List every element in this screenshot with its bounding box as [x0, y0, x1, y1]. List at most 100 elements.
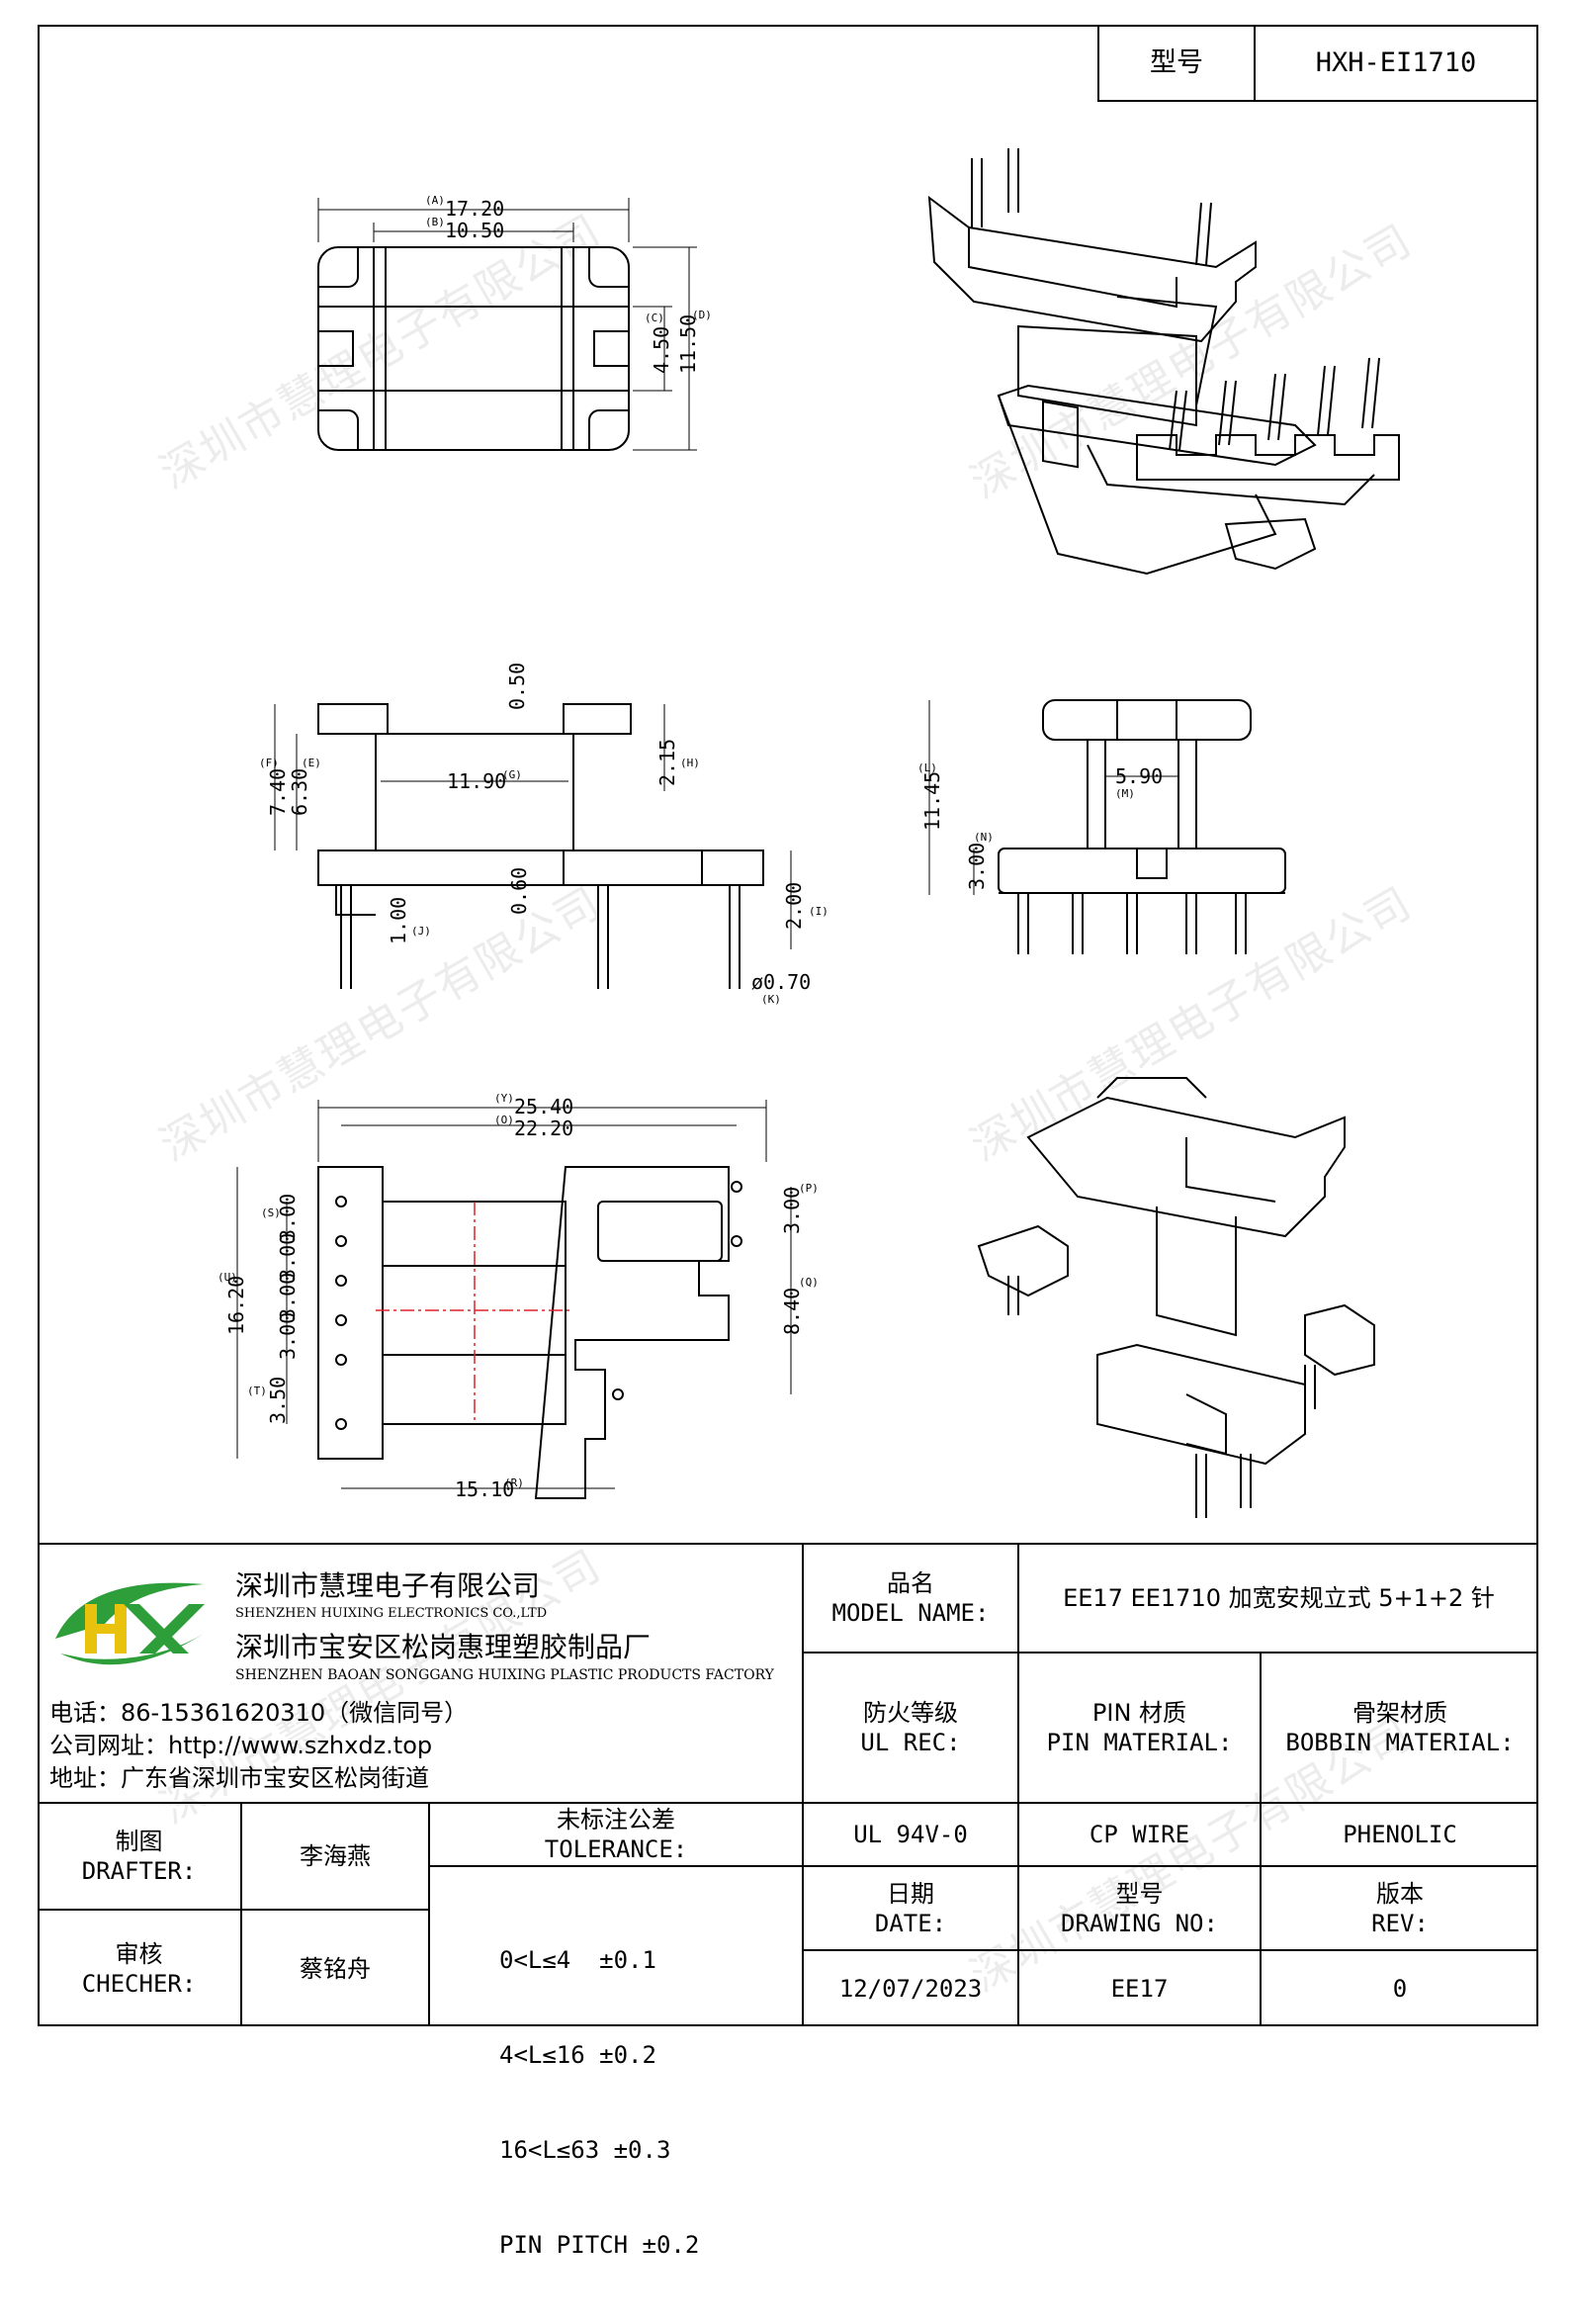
dim-h: 2.15 — [655, 739, 679, 786]
ul-rec-cn: 防火等级 — [863, 1699, 958, 1727]
dim-g: 11.90 — [447, 769, 506, 793]
factory-name-en: SHENZHEN BAOAN SONGGANG HUIXING PLASTIC … — [235, 1667, 774, 1683]
dim-p: 3.00 — [780, 1187, 804, 1234]
drafter-label: 制图 DRAFTER: — [38, 1802, 242, 1911]
dim-q: 8.40 — [780, 1288, 804, 1335]
dim-s-tag: (S) — [261, 1207, 281, 1219]
dim-p3: 3.00 — [276, 1312, 300, 1360]
company-name-en: SHENZHEN HUIXING ELECTRONICS CO.,LTD — [235, 1606, 548, 1621]
model-name-label: 品名 MODEL NAME: — [804, 1545, 1019, 1654]
pin-material-en: PIN MATERIAL: — [1046, 1729, 1233, 1756]
side-view: 11.45 (L) 5.90 (M) 3.00 (N) — [917, 699, 1286, 954]
dim-s: 3.00 — [276, 1194, 300, 1241]
dim-k-tag: (K) — [761, 993, 781, 1006]
date-value: 12/07/2023 — [804, 1951, 1019, 2026]
date-cn: 日期 — [887, 1879, 934, 1908]
model-name-cn: 品名 — [887, 1569, 934, 1597]
ul-rec-label: 防火等级 UL REC: — [804, 1654, 1019, 1802]
dim-g-tag: (G) — [502, 768, 522, 781]
rev-value: 0 — [1392, 1975, 1408, 2003]
bobbin-material-en: BOBBIN MATERIAL: — [1285, 1729, 1515, 1756]
top-view: 17.20 (A) 10.50 (B) 4.50 (C) 11.50 (D) — [317, 194, 712, 451]
tolerance-en: TOLERANCE: — [544, 1835, 688, 1863]
dim-n: 3.00 — [965, 843, 989, 890]
dim-p1: 3.00 — [276, 1233, 300, 1281]
dim-f: 7.40 — [266, 768, 290, 816]
dim-n-tag: (N) — [974, 831, 994, 844]
rev-en: REV: — [1371, 1909, 1429, 1937]
pin-material-cn: PIN 材质 — [1091, 1699, 1187, 1727]
company-logo — [55, 1582, 205, 1665]
rev-label: 版本 REV: — [1262, 1867, 1538, 1951]
bobbin-material-cn: 骨架材质 — [1352, 1699, 1447, 1727]
checker-cn: 审核 — [115, 1939, 163, 1968]
ul-rec-en: UL REC: — [860, 1729, 961, 1756]
tolerance-header: 未标注公差 TOLERANCE: — [430, 1802, 804, 1867]
dim-d-tag: (D) — [692, 309, 712, 321]
header-model-value: HXH-EI1710 — [1254, 25, 1538, 102]
iso-top-pins-lower — [1169, 357, 1380, 451]
iso-view-bottom — [977, 1077, 1375, 1518]
dim-e-tag: (E) — [302, 757, 321, 769]
drafter-en: DRAFTER: — [81, 1857, 197, 1885]
model-name-en: MODEL NAME: — [831, 1599, 990, 1627]
bottom-view: 25.40 (Y) 22.20 (O) 16.20 (U) 3.00 (S) 3… — [218, 1092, 819, 1501]
dim-u: 16.20 — [224, 1276, 248, 1335]
bobbin-value: PHENOLIC — [1262, 1802, 1538, 1867]
dim-m-tag: (M) — [1115, 787, 1135, 800]
company-phone: 电话：86-15361620310（微信同号） — [49, 1699, 469, 1727]
dim-m: 5.90 — [1115, 764, 1163, 788]
tolerance-row: 4<L≤16 ±0.2 — [499, 2041, 656, 2069]
dim-e: 6.30 — [288, 768, 311, 816]
tolerance-row: 16<L≤63 ±0.3 — [499, 2136, 671, 2164]
dim-gap-mid: 0.60 — [507, 867, 531, 915]
dim-d: 11.50 — [676, 314, 700, 374]
dim-u-tag: (U) — [218, 1271, 237, 1284]
drawing-frame — [38, 25, 1538, 2026]
model-name-value: EE17 EE1710 加宽安规立式 5+1+2 针 — [1019, 1545, 1538, 1654]
dim-r: 15.10 — [455, 1477, 514, 1501]
ul-value: UL 94V-0 — [804, 1802, 1019, 1867]
drawing-no-en: DRAWING NO: — [1061, 1909, 1218, 1937]
tolerance-row: PIN PITCH ±0.2 — [499, 2231, 700, 2259]
company-area: 深圳市慧理电子有限公司 SHENZHEN HUIXING ELECTRONICS… — [38, 1545, 804, 1802]
dim-i: 2.00 — [782, 882, 806, 930]
dim-l: 11.45 — [920, 771, 944, 831]
iso-top-pins-upper — [971, 148, 1212, 266]
dim-y-tag: (Y) — [494, 1092, 514, 1105]
dim-i-tag: (I) — [809, 905, 828, 918]
company-address: 地址：广东省深圳市宝安区松岗街道 — [49, 1764, 429, 1792]
dim-a-tag: (A) — [425, 194, 445, 207]
dim-f-tag: (F) — [259, 757, 279, 769]
checker-label: 审核 CHECHER: — [38, 1911, 242, 2026]
dim-r-tag: (R) — [504, 1476, 524, 1489]
dim-o: 22.20 — [514, 1117, 573, 1140]
date-label: 日期 DATE: — [804, 1867, 1019, 1951]
pin-value: CP WIRE — [1019, 1802, 1262, 1867]
rev-cn: 版本 — [1376, 1879, 1424, 1908]
drawing-no-cn: 型号 — [1115, 1879, 1164, 1908]
dim-h-tag: (H) — [680, 757, 700, 769]
company-website: 公司网址：http://www.szhxdz.top — [49, 1732, 433, 1759]
dim-o-tag: (O) — [494, 1114, 514, 1126]
company-name-cn: 深圳市慧理电子有限公司 — [235, 1569, 541, 1602]
dim-t: 3.50 — [266, 1377, 290, 1424]
dim-p-tag: (P) — [799, 1182, 819, 1195]
dim-b: 10.50 — [445, 219, 504, 242]
technical-drawing: 17.20 (A) 10.50 (B) 4.50 (C) 11.50 (D) — [218, 148, 1400, 1518]
checker-en: CHECHER: — [81, 1969, 197, 1998]
dim-c: 4.50 — [650, 326, 673, 374]
pin-material-label: PIN 材质 PIN MATERIAL: — [1019, 1654, 1262, 1802]
drafter-cn: 制图 — [115, 1828, 163, 1855]
checker-name: 蔡铭舟 — [242, 1911, 430, 2026]
tolerance-list: 0<L≤4 ±0.1 4<L≤16 ±0.2 16<L≤63 ±0.3 PIN … — [430, 1867, 804, 2259]
drawing-no-value: EE17 — [1019, 1951, 1262, 2026]
dim-y: 25.40 — [514, 1095, 573, 1118]
tolerance-cn: 未标注公差 — [557, 1806, 675, 1833]
dim-c-tag: (C) — [645, 312, 664, 324]
factory-name-cn: 深圳市宝安区松岗惠理塑胶制品厂 — [235, 1631, 652, 1663]
drawing-no-label: 型号 DRAWING NO: — [1019, 1867, 1262, 1951]
dim-p2: 3.00 — [276, 1273, 300, 1320]
dim-q-tag: (Q) — [799, 1276, 819, 1289]
dim-gap-top: 0.50 — [505, 663, 529, 710]
